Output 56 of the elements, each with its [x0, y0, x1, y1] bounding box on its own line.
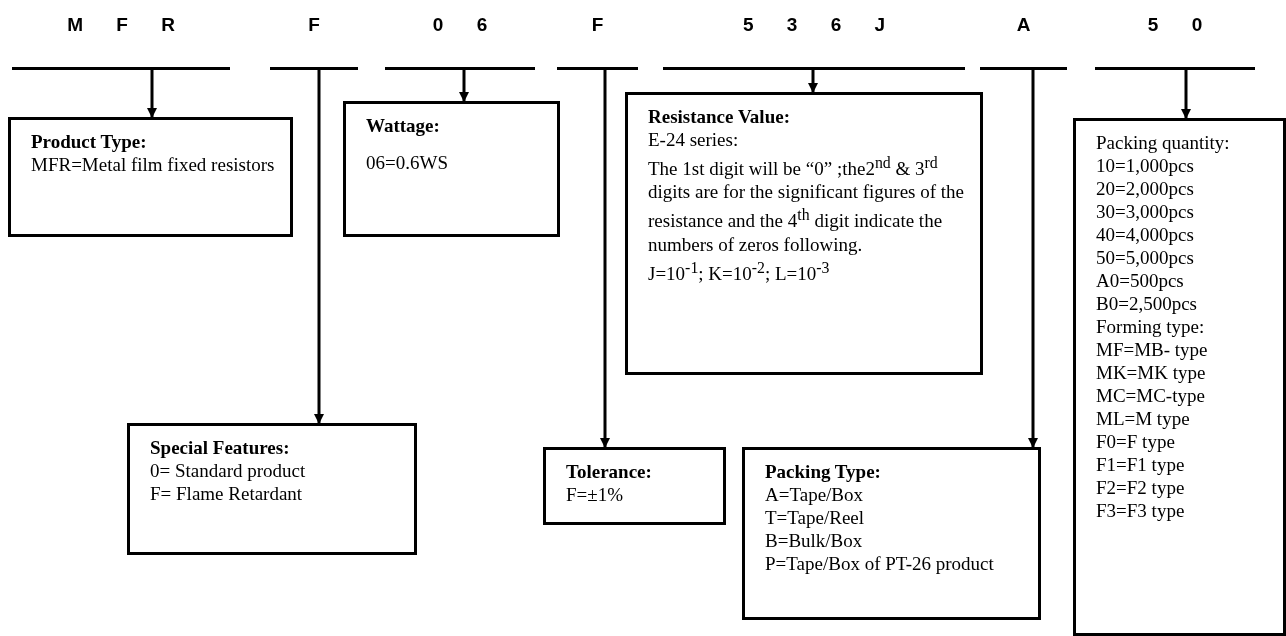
description-text: MF=MB- type — [1096, 338, 1209, 361]
arrow — [459, 70, 469, 102]
description-box — [1073, 118, 1286, 636]
description-text: MK=MK type — [1096, 361, 1207, 384]
description-box — [625, 92, 983, 375]
description-box — [742, 447, 1041, 620]
description-text: 06=0.6WS — [366, 151, 449, 174]
code-characters: 5 0 — [1146, 14, 1204, 36]
arrow — [1028, 70, 1038, 448]
code-characters: 5 3 6 J — [741, 14, 887, 36]
box-heading: Wattage: — [366, 114, 441, 137]
box-heading: Resistance Value: — [648, 105, 791, 128]
description-text: F0=F type — [1096, 430, 1176, 453]
box-heading: Special Features: — [150, 436, 291, 459]
description-text: F2=F2 type — [1096, 476, 1186, 499]
code-characters: A — [1015, 14, 1032, 36]
box-heading: Packing Type: — [765, 460, 882, 483]
box-heading: Packing quantity: — [1096, 131, 1231, 154]
code-characters: F — [590, 14, 605, 36]
box-heading: Product Type: — [31, 130, 148, 153]
code-characters: 0 6 — [431, 14, 489, 36]
description-text: T=Tape/Reel — [765, 506, 866, 529]
description-text: 20=2,000pcs — [1096, 177, 1195, 200]
description-text: 40=4,000pcs — [1096, 223, 1195, 246]
description-text: The 1st digit will be “0” ;the2$^{nd}$ & 3$^{rd}$ digits are for the significant figures of the resistance and the 4$^{th}$ digit indicate the numbers of zeros following. — [648, 153, 966, 256]
arrow — [314, 70, 324, 424]
code-characters: M F R — [66, 14, 176, 36]
description-text: 50=5,000pcs — [1096, 246, 1195, 269]
arrow — [147, 70, 157, 118]
description-box — [343, 101, 560, 237]
description-text: 10=1,000pcs — [1096, 154, 1195, 177]
description-text: 0= Standard product — [150, 459, 307, 482]
description-text: ML=M type — [1096, 407, 1191, 430]
code-characters: F — [307, 14, 321, 36]
description-text: MFR=Metal film fixed resistors — [31, 153, 276, 176]
description-text: B0=2,500pcs — [1096, 292, 1198, 315]
description-text: A0=500pcs — [1096, 269, 1185, 292]
description-text: P=Tape/Box of PT-26 product — [765, 552, 995, 575]
description-box — [8, 117, 293, 237]
description-text: E-24 series: — [648, 128, 740, 151]
description-text: F= Flame Retardant — [150, 482, 304, 505]
description-text: Forming type: — [1096, 315, 1206, 338]
description-text: F3=F3 type — [1096, 499, 1186, 522]
description-text: B=Bulk/Box — [765, 529, 864, 552]
arrow — [600, 70, 610, 448]
arrow — [808, 70, 818, 93]
arrow — [1181, 70, 1191, 119]
box-heading: Tolerance: — [566, 460, 653, 483]
description-box — [543, 447, 726, 525]
description-text: 30=3,000pcs — [1096, 200, 1195, 223]
description-text: F1=F1 type — [1096, 453, 1186, 476]
description-box — [127, 423, 417, 555]
description-text: F=±1% — [566, 483, 625, 506]
description-text: J=10$^{-1}$; K=10$^{-2}$; L=10$^{-3}$ — [648, 257, 831, 285]
description-text: MC=MC-type — [1096, 384, 1206, 407]
description-text: A=Tape/Box — [765, 483, 865, 506]
